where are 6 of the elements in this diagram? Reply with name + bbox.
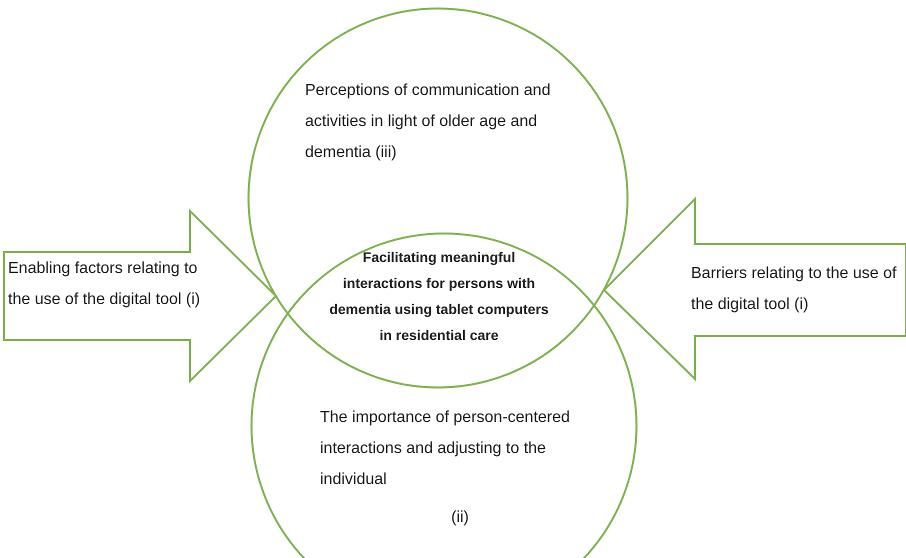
node-text: Enabling factors relating to the use of the digital tool (i) <box>8 259 202 310</box>
node-text: Perceptions of communication and activities in light of older age and dementia (iii) <box>305 81 552 163</box>
central-theme-text: Facilitating meaningful interactions for persons with dementia using tablet computers in residential care <box>328 248 550 345</box>
node-text: Barriers relating to the use of the digital tool (i) <box>691 264 898 315</box>
node-text: The importance of person-centered interactions and adjusting to the individual <box>320 408 570 490</box>
node-text: (ii) <box>450 508 470 528</box>
